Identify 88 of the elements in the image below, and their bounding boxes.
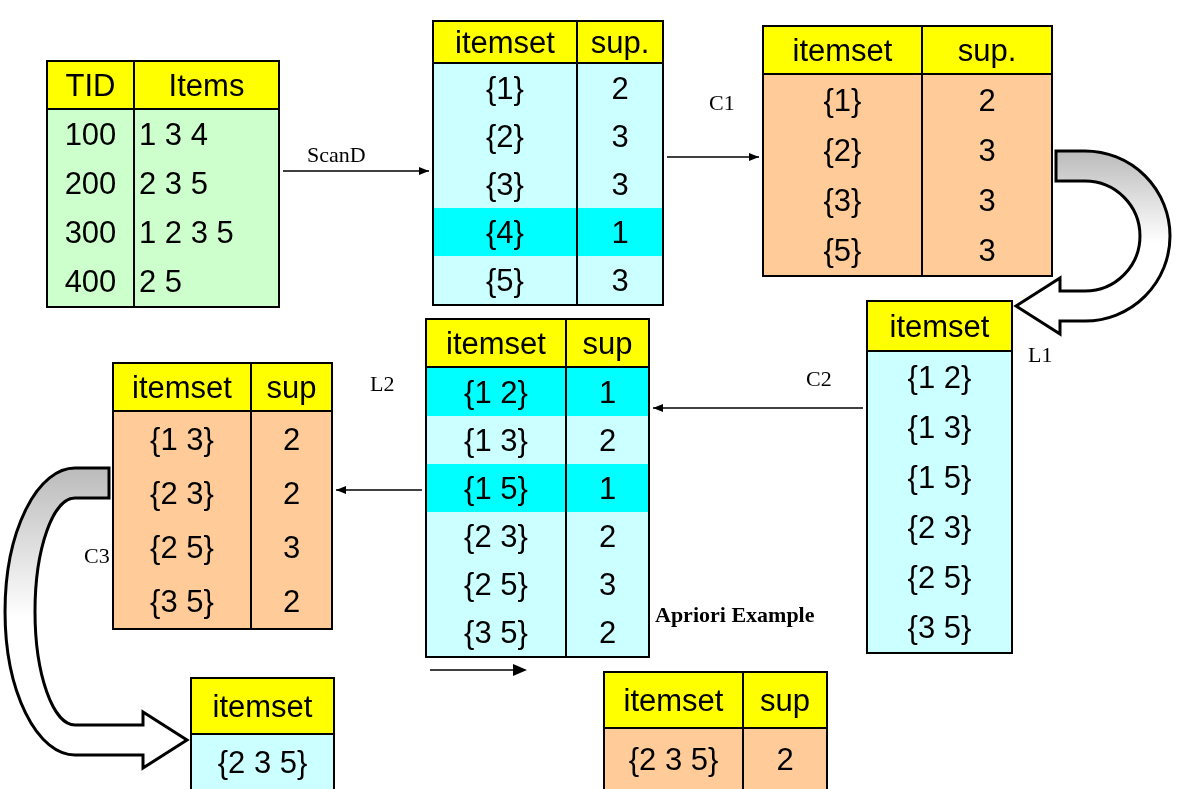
table-cell-text: 3 [597,565,618,604]
table-cell: {3 5} [427,608,567,656]
column-header: Items [135,62,278,110]
table-label: C1 [709,92,735,114]
table-cell-text: 3 [977,131,997,170]
title-text: Apriori Example [655,604,815,626]
column-header: sup [744,673,826,729]
table-cell: {2 3 5} [605,729,744,789]
table-cell-text: {1 3} [906,408,973,447]
column-header: itemset [868,302,1011,352]
table-cell: {1 2} [427,368,567,416]
table-cell-text: 2 [610,69,630,108]
table-cell: {2} [764,125,923,175]
column-header: itemset [764,27,923,75]
arrow [666,153,760,161]
table-cell-text: 3 [610,117,630,156]
table-cell-text: 1 3 4 [138,116,209,154]
table-cell-text: 2 [597,517,618,556]
table-label: C3 [84,545,110,567]
table-cell: {1} [764,75,923,125]
table [46,60,280,308]
table-cell-text: {1 5} [906,458,973,497]
table-cell: 400 [48,257,135,306]
table-cell: 1 [578,208,662,256]
table-cell-text: 2 3 5 [138,165,209,203]
table-cell-text: 2 [281,420,302,459]
table-cell: 1 [567,368,648,416]
table-cell-text: 2 [977,81,997,120]
arrow [282,167,430,175]
table-cell-text: {2 3 5} [216,743,309,782]
table-cell: {3} [764,175,923,225]
table-cell-text: 2 [775,740,795,779]
table-cell-text: {1 2} [906,358,973,397]
table-cell: {1 5} [427,464,567,512]
column-header: itemset [192,679,333,735]
column-header: itemset [427,320,567,368]
table-label: C2 [806,368,832,390]
column-header: itemset [114,364,252,412]
arrow [652,404,864,412]
table-cell-text: 2 [597,613,618,652]
column-header: itemset [605,673,744,729]
edge-label: ScanD [307,144,366,166]
table-cell: {2 3} [114,466,252,520]
table [112,362,333,630]
table-cell: {2 3} [427,512,567,560]
table-cell: {5} [434,256,578,304]
table-cell-text: 2 [281,582,302,621]
table-cell-text: 3 [977,181,997,220]
curved-block-arrow [3,466,189,770]
table-cell: 200 [48,159,135,208]
table-cell: {4} [434,208,578,256]
table [866,300,1013,654]
table-cell-text: 2 [281,474,302,513]
table-label: L2 [370,373,395,395]
curved-block-arrow [1014,149,1172,336]
column-header: TID [48,62,135,110]
table-cell-text: 3 [281,528,302,567]
column-header: sup. [923,27,1051,75]
table-cell: {1 3} [114,412,252,466]
table-cell: {2 5} [114,520,252,574]
table-cell-text: 1 2 3 5 [138,214,235,252]
column-header: sup [567,320,648,368]
table-cell-text: 2 5 [138,263,184,301]
table [432,20,664,306]
table-cell-text: 2 [597,421,618,460]
table [603,671,828,789]
table-cell: {5} [764,225,923,275]
table-cell: 100 [48,110,135,159]
table-cell-text: {2 3} [906,508,973,547]
table-cell: {3 5} [114,574,252,628]
column-header: sup. [578,22,662,64]
table [190,677,335,789]
table-cell: 300 [48,208,135,257]
table-cell-text: {3 5} [906,608,973,647]
column-header: sup [252,364,331,412]
table [762,25,1053,277]
arrow [335,486,423,494]
table-cell: {1} [434,64,578,112]
table-cell-text: 3 [977,231,997,270]
table-cell: {2} [434,112,578,160]
table [425,318,650,658]
column-header: itemset [434,22,578,64]
table-cell-text: {2 5} [906,558,973,597]
table-cell: {2 5} [427,560,567,608]
table-label: L1 [1028,344,1053,366]
table-cell: 1 [567,464,648,512]
table-cell-text: 3 [610,261,630,300]
table-cell-text: 3 [610,165,630,204]
